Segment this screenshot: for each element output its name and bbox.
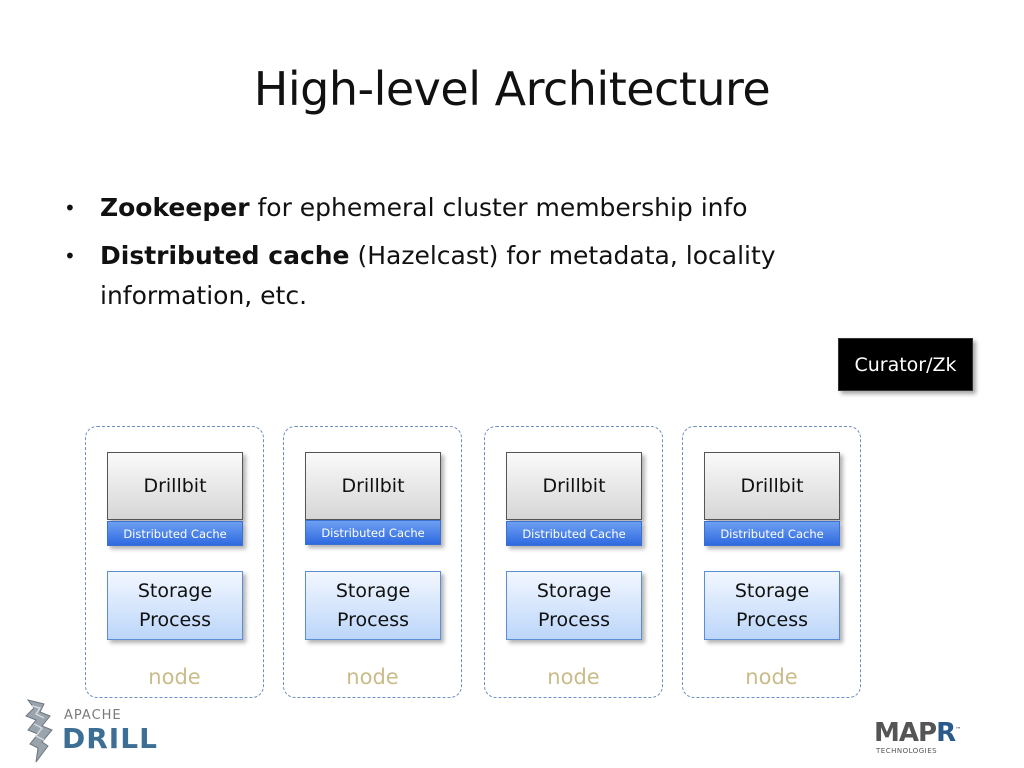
node-label: node — [745, 665, 798, 689]
mapr-technologies-text: TECHNOLOGIES — [876, 747, 938, 755]
node-label: node — [148, 665, 201, 689]
node-container: Drillbit Distributed Cache Storage Proce… — [484, 426, 663, 698]
mapr-main: MAP — [874, 718, 937, 748]
node-container: Drillbit Distributed Cache Storage Proce… — [682, 426, 861, 698]
drillbit-box: Drillbit — [107, 452, 243, 520]
node-label: node — [346, 665, 399, 689]
bullet-item-distributed-cache: • Distributed cache (Hazelcast) for meta… — [64, 236, 844, 316]
storage-label: Storage — [137, 579, 213, 602]
apache-drill-logo: APACHE DRILL — [22, 698, 172, 764]
mapr-logo: MAPR™ TECHNOLOGIES — [874, 718, 994, 762]
storage-process-box: Storage Process — [506, 571, 642, 640]
bullet-dot: • — [64, 244, 76, 268]
trademark-mark: ™ — [955, 726, 961, 734]
bullet-text: for ephemeral cluster membership info — [249, 193, 748, 222]
node-label: node — [547, 665, 600, 689]
process-label: Process — [138, 608, 212, 631]
bullet-text: (Hazelcast) for metadata, locality infor… — [100, 241, 776, 310]
storage-label: Storage — [734, 579, 810, 602]
process-label: Process — [537, 608, 611, 631]
distributed-cache-bar: Distributed Cache — [107, 521, 243, 546]
drillbit-box: Drillbit — [506, 452, 642, 520]
bullet-dot: • — [64, 196, 76, 220]
process-label: Process — [336, 608, 410, 631]
mapr-wordmark: MAPR™ — [874, 718, 961, 748]
bullet-item-zookeeper: • Zookeeper for ephemeral cluster member… — [64, 188, 844, 228]
storage-process-box: Storage Process — [305, 571, 441, 640]
storage-label: Storage — [536, 579, 612, 602]
distributed-cache-bar: Distributed Cache — [305, 520, 441, 545]
node-container: Drillbit Distributed Cache Storage Proce… — [283, 426, 462, 698]
bullet-bold: Zookeeper — [100, 193, 250, 222]
mapr-accent: R — [936, 718, 956, 748]
distributed-cache-bar: Distributed Cache — [506, 521, 642, 546]
distributed-cache-bar: Distributed Cache — [704, 521, 840, 546]
bullet-list: • Zookeeper for ephemeral cluster member… — [64, 188, 844, 324]
storage-label: Storage — [335, 579, 411, 602]
storage-process-box: Storage Process — [704, 571, 840, 640]
drillbit-box: Drillbit — [305, 452, 441, 520]
node-container: Drillbit Distributed Cache Storage Proce… — [85, 426, 264, 698]
apache-text: APACHE — [64, 708, 122, 723]
drillbit-box: Drillbit — [704, 452, 840, 520]
curator-zk-box: Curator/Zk — [838, 338, 973, 391]
slide-title: High-level Architecture — [253, 62, 771, 116]
drill-bit-icon — [25, 699, 53, 763]
storage-process-box: Storage Process — [107, 571, 243, 640]
bullet-bold: Distributed cache — [100, 241, 350, 270]
drill-text: DRILL — [62, 722, 158, 755]
process-label: Process — [735, 608, 809, 631]
